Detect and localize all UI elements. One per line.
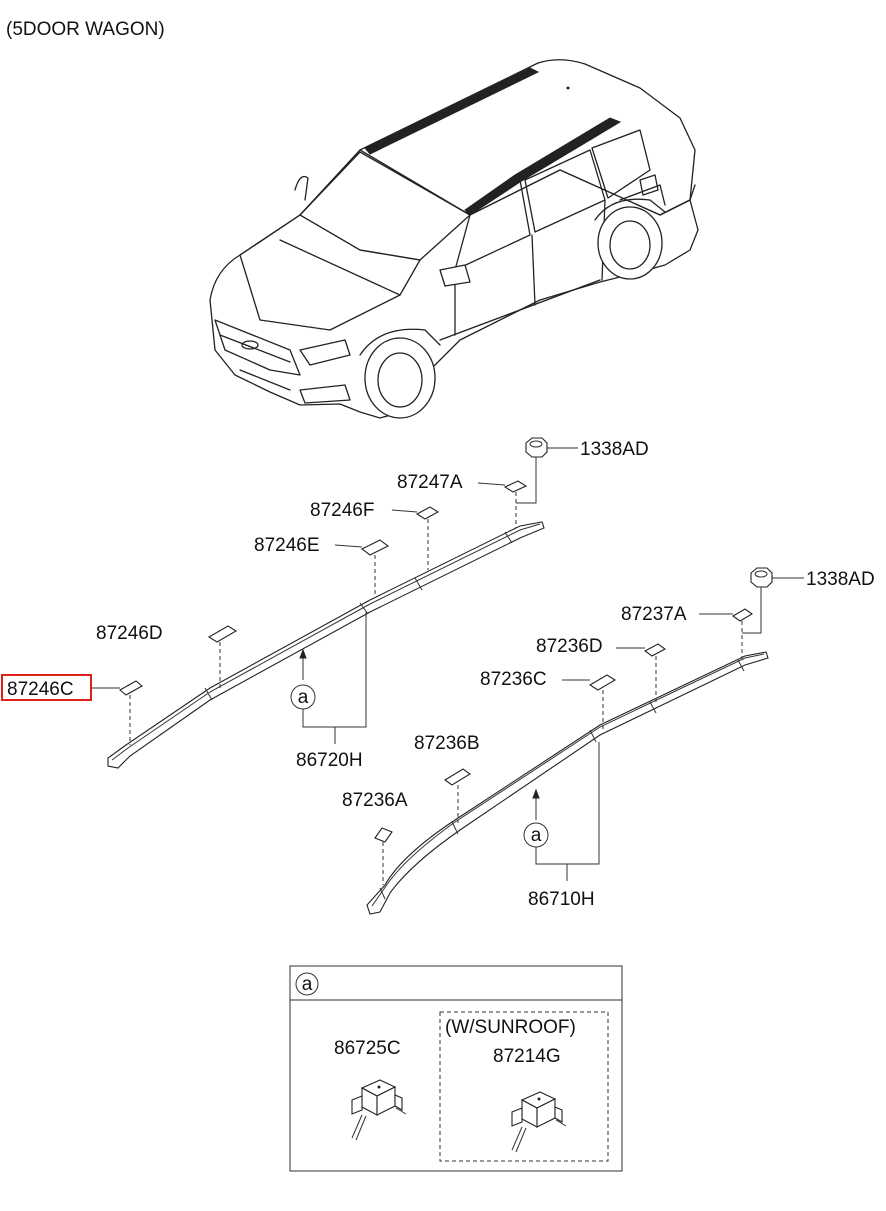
clip-87246F <box>391 506 440 570</box>
left-roof-rail-assembly <box>107 521 545 769</box>
right-roof-rail <box>366 651 769 915</box>
detail-box-a: a 86725C (W/SUNROOF) 87214G <box>289 965 623 1172</box>
label-87237A: 87237A <box>621 604 687 625</box>
nut-1338AD-left <box>516 437 578 504</box>
highlight-box-87246C <box>1 674 92 701</box>
label-86720H: 86720H <box>296 750 363 771</box>
label-87246D: 87246D <box>96 623 163 644</box>
right-callout-letter: a <box>531 825 542 846</box>
label-87247A: 87247A <box>397 472 463 493</box>
label-87236D: 87236D <box>536 636 603 657</box>
clip-87236D <box>616 643 667 703</box>
clip-87246C <box>92 680 143 745</box>
part-87214G-clip <box>511 1091 567 1153</box>
wagon-car-illustration <box>209 59 699 419</box>
label-87246E: 87246E <box>254 535 320 556</box>
clip-87246D <box>207 625 238 690</box>
part-86725C-clip <box>351 1079 407 1141</box>
nut-1338AD-right <box>742 567 804 634</box>
label-86710H: 86710H <box>528 889 595 910</box>
label-w-sunroof: (W/SUNROOF) <box>445 1017 576 1038</box>
clip-87237A <box>699 608 754 660</box>
label-87236A: 87236A <box>342 790 408 811</box>
label-1338AD-left: 1338AD <box>580 439 649 460</box>
clip-87247A <box>477 480 528 528</box>
detail-callout-letter: a <box>302 974 313 995</box>
left-rail-callout: a <box>290 612 367 744</box>
clip-87236C <box>562 674 617 730</box>
right-roof-rail-assembly <box>366 651 769 915</box>
label-86725C: 86725C <box>334 1038 401 1059</box>
label-87214G: 87214G <box>493 1046 561 1067</box>
label-87246C[interactable]: 87246C <box>7 679 74 700</box>
left-callout-letter: a <box>298 687 309 708</box>
diagram-title: (5DOOR WAGON) <box>6 19 165 40</box>
clip-87246E <box>334 539 390 598</box>
label-87236C: 87236C <box>480 669 547 690</box>
clip-87236A <box>374 827 393 885</box>
clip-87236B <box>444 768 471 823</box>
right-rail-callout: a <box>523 742 600 881</box>
label-1338AD-right: 1338AD <box>806 569 875 590</box>
label-87236B: 87236B <box>414 733 480 754</box>
left-roof-rail <box>107 521 545 769</box>
label-87246F: 87246F <box>310 500 374 521</box>
